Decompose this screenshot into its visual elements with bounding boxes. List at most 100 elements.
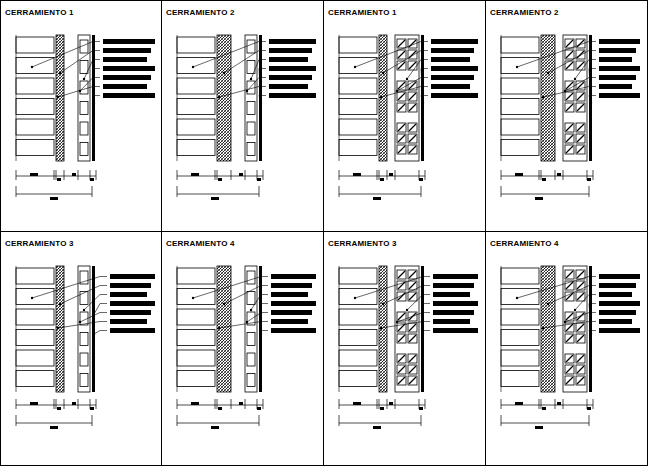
brick: [16, 350, 54, 366]
leader-dot: [31, 297, 33, 299]
panel-title: CERRAMIENTO 3: [4, 239, 75, 248]
label-bar: [599, 292, 632, 297]
leader-dot: [574, 78, 576, 80]
block-cell-diag: [577, 135, 584, 142]
leader-line: [565, 78, 596, 92]
dimension-mark: [90, 178, 94, 181]
leader-dot: [218, 327, 220, 329]
dimension-line: [16, 194, 92, 195]
dimension-tick: [64, 170, 65, 180]
leader-line: [93, 69, 100, 86]
dimension-line: [501, 405, 593, 406]
leader-line: [251, 295, 268, 311]
dimension-tick: [217, 170, 218, 180]
label-bar: [269, 93, 316, 98]
block-cell: [565, 270, 574, 279]
leader-line: [407, 295, 430, 311]
leader-dot: [516, 66, 518, 68]
block-cell: [565, 354, 574, 363]
leader-line: [84, 60, 100, 80]
block-cell-diag: [566, 62, 573, 69]
leader-dot: [396, 321, 398, 323]
block-cell-diag: [566, 324, 573, 331]
dimension-tick: [217, 399, 218, 409]
brick-inner: [247, 271, 255, 284]
block-cell-diag: [409, 355, 416, 362]
brick-edge: [177, 35, 178, 161]
leader-dot: [380, 96, 382, 98]
block-cell: [397, 92, 406, 101]
leader-line: [80, 313, 107, 323]
label-bar: [110, 274, 155, 279]
leader-line: [422, 304, 430, 317]
brick-inner: [80, 61, 88, 74]
block-cell: [576, 145, 585, 154]
brick: [501, 58, 539, 74]
block-cell-diag: [577, 93, 584, 100]
dimension-tick: [593, 399, 594, 409]
leader-line: [224, 51, 266, 74]
leader-dot: [380, 327, 382, 329]
brick: [501, 350, 539, 366]
dimension-tick: [56, 170, 57, 180]
leader-dot: [574, 309, 576, 311]
block-cell-diag: [398, 51, 405, 58]
dimension-tick: [339, 186, 340, 197]
label-bar: [110, 283, 151, 288]
leader-line: [565, 313, 596, 323]
block-cell: [408, 61, 417, 70]
dimension-mark: [353, 402, 361, 405]
dimension-mark: [57, 178, 61, 181]
dimension-mark: [72, 173, 76, 176]
block-cell-diag: [577, 124, 584, 131]
block-cell: [565, 312, 574, 321]
label-bar: [599, 75, 636, 80]
block-cell-diag: [398, 82, 405, 89]
label-bar: [271, 283, 312, 288]
label-bar: [433, 301, 478, 306]
dimension-tick: [593, 170, 594, 180]
brick-edge: [16, 266, 17, 392]
dimension-mark: [191, 173, 199, 176]
dimension-mark: [535, 197, 543, 200]
block-cell-diag: [577, 355, 584, 362]
dimension-tick: [177, 170, 178, 180]
leader-line: [407, 60, 428, 80]
dimension-tick: [245, 399, 246, 409]
dimension-tick: [177, 186, 178, 197]
brick: [177, 78, 215, 94]
dimension-mark: [515, 402, 523, 405]
block-cell-diag: [398, 271, 405, 278]
block-cell-diag: [409, 271, 416, 278]
brick: [177, 140, 215, 156]
leader-line: [259, 69, 266, 86]
brick-edge: [501, 35, 502, 161]
leader-dot: [421, 84, 423, 86]
brick: [16, 289, 54, 305]
label-bar: [271, 319, 308, 324]
dimension-tick: [501, 186, 502, 197]
section-panel: CERRAMIENTO 1: [0, 0, 162, 232]
block-cell-diag: [409, 324, 416, 331]
block-cell-diag: [577, 313, 584, 320]
leader-line: [421, 69, 428, 86]
dimension-mark: [239, 173, 243, 176]
block-cell: [397, 354, 406, 363]
leader-line: [517, 277, 596, 299]
inner-leaf: [395, 266, 419, 392]
label-bar: [431, 39, 478, 44]
brick: [16, 119, 54, 135]
leader-dot: [192, 297, 194, 299]
leader-dot: [223, 72, 225, 74]
dimension-tick: [395, 170, 396, 180]
label-bar: [269, 75, 312, 80]
inner-leaf: [563, 266, 587, 392]
block-cell-diag: [566, 51, 573, 58]
dimension-tick: [54, 170, 55, 180]
dimension-mark: [50, 426, 58, 429]
label-bar: [103, 93, 155, 98]
block-cell: [408, 145, 417, 154]
dimension-tick: [245, 170, 246, 180]
leader-dot: [422, 333, 424, 335]
block-cell: [576, 323, 585, 332]
